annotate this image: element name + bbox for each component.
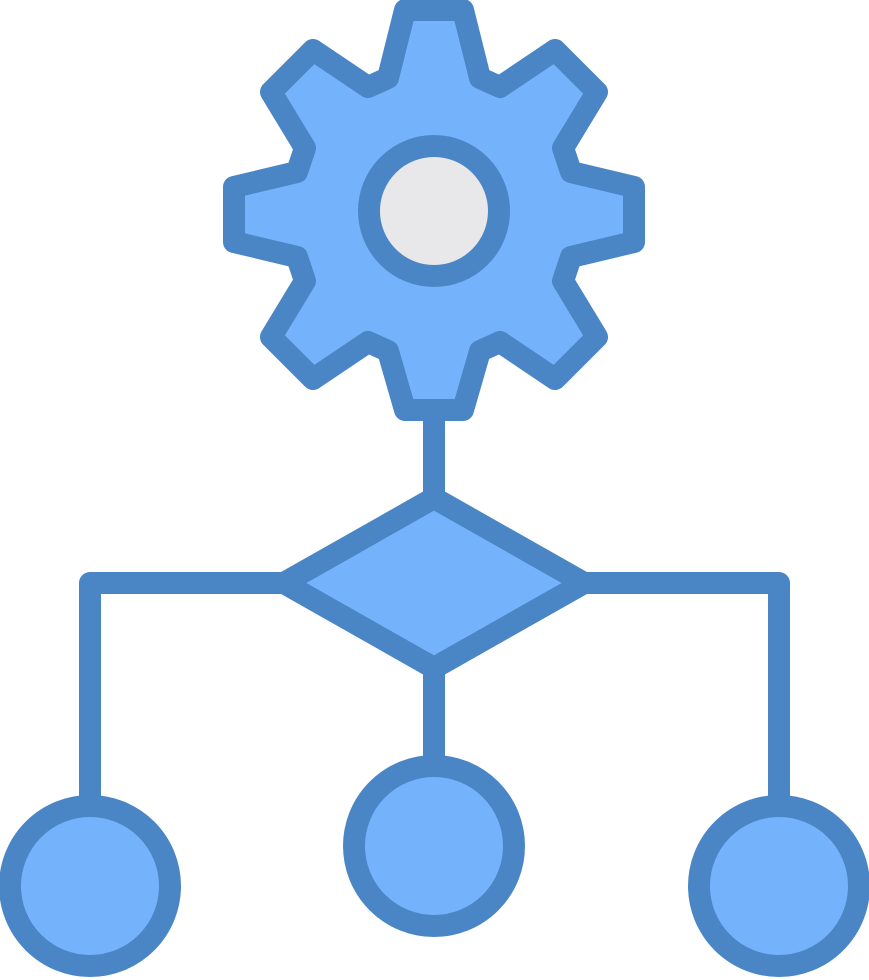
output-node-right <box>688 795 869 977</box>
output-node-center <box>343 755 525 937</box>
decision-diamond <box>273 487 595 679</box>
gear-icon <box>223 0 645 421</box>
right-branch-connector <box>573 572 790 816</box>
gear-hub <box>358 135 510 287</box>
connector-lines <box>79 399 790 816</box>
output-nodes <box>0 755 869 977</box>
output-node-left <box>0 795 181 977</box>
left-branch-connector <box>79 572 295 816</box>
